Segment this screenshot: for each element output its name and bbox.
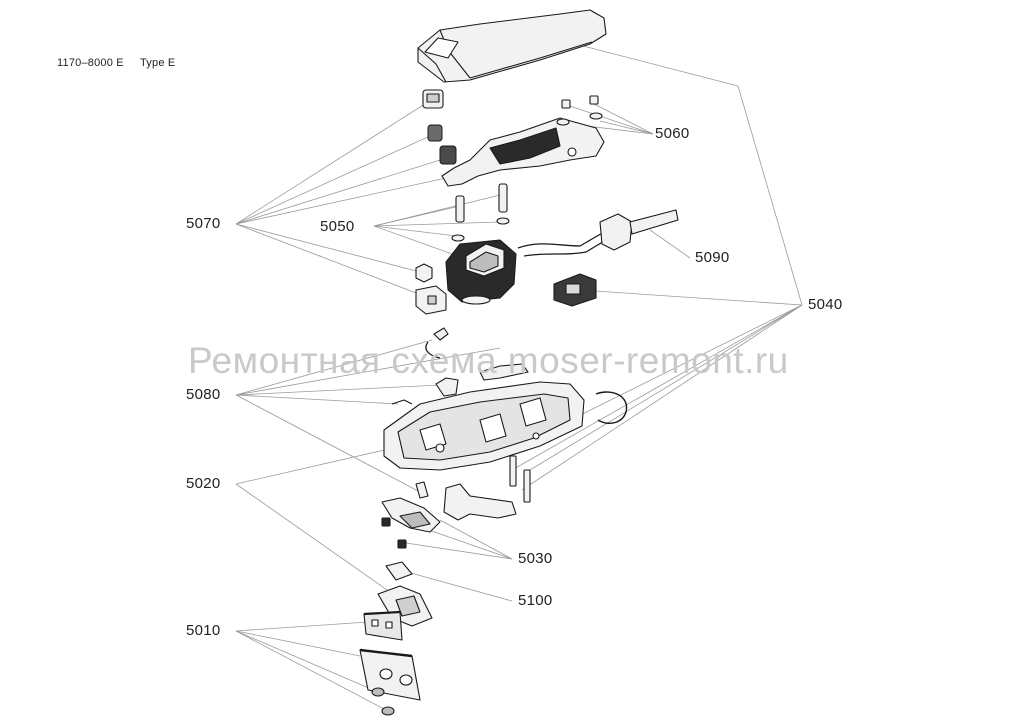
lower-housing-part [383, 381, 585, 471]
callout-5050: 5050 [320, 218, 355, 235]
top-cover-part [417, 9, 607, 83]
callout-5100: 5100 [518, 592, 553, 609]
callout-5060: 5060 [655, 125, 690, 142]
retainer-ring-part [595, 391, 628, 424]
power-cable-part [517, 209, 679, 257]
spring-pad-part [385, 561, 413, 581]
switch-knob-part [422, 89, 444, 109]
spring-clip-part [425, 327, 449, 359]
callout-5040: 5040 [808, 296, 843, 313]
callout-5070: 5070 [186, 215, 221, 232]
blade-screw-part [371, 687, 395, 716]
switch-bracket-part [441, 117, 605, 187]
small-screw-part [381, 517, 407, 549]
blade-guide-part [381, 497, 441, 533]
callout-5010: 5010 [186, 622, 221, 639]
callout-5090: 5090 [695, 249, 730, 266]
screw-part [556, 95, 603, 126]
contact-bracket-part [415, 285, 447, 315]
model-number: 1170–8000 E [57, 57, 124, 69]
lower-blade-part [359, 648, 421, 701]
spring-part [427, 124, 457, 165]
watermark-text: Ремонтная схема moser-remont.ru [188, 340, 789, 381]
type-label: Type E [140, 57, 176, 69]
upper-blade-part [363, 610, 403, 641]
pin-part [451, 183, 510, 242]
motor-coil-part [445, 239, 517, 305]
small-block-part [415, 263, 433, 283]
long-screw-part [509, 455, 531, 503]
callout-5080: 5080 [186, 386, 221, 403]
callout-5020: 5020 [186, 475, 221, 492]
parts [359, 9, 679, 716]
lever-arm-part [435, 363, 529, 397]
drive-lever-part [415, 481, 517, 521]
switch-module-part [553, 273, 597, 307]
callout-5030: 5030 [518, 550, 553, 567]
wire-tail-part [391, 399, 413, 405]
